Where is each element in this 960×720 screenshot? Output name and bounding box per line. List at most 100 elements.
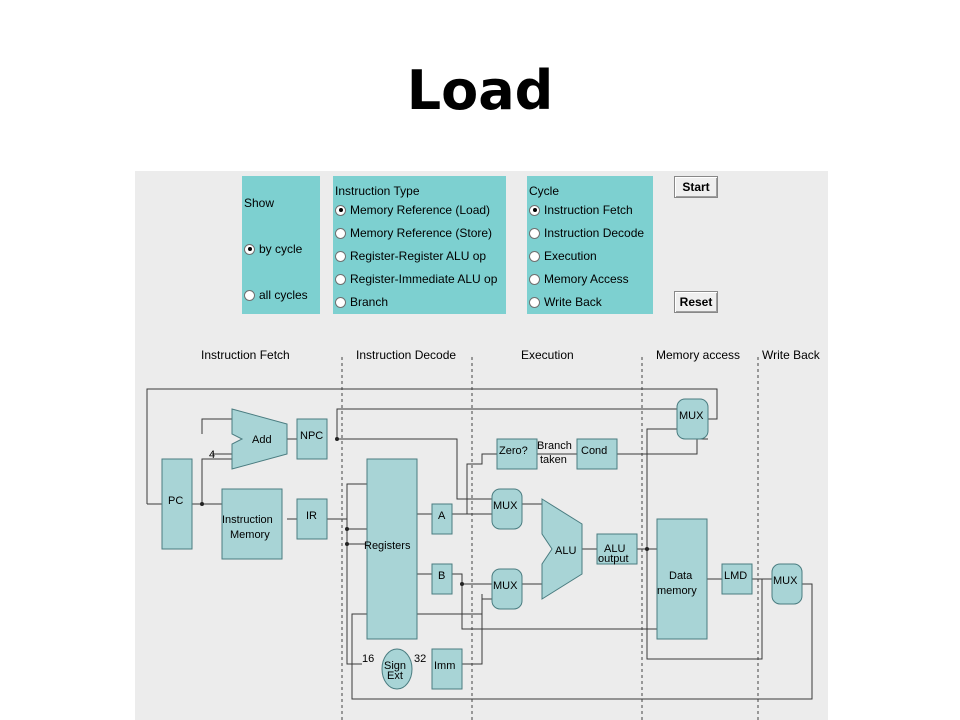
adder-block — [231, 408, 288, 470]
data-memory-label: Data — [669, 570, 693, 582]
register-file — [366, 458, 418, 640]
cycle-option-decode[interactable]: Instruction Decode — [529, 225, 644, 241]
reset-button[interactable]: Reset — [674, 291, 718, 313]
sign-extend-label: Ext — [387, 670, 403, 682]
ir-register — [296, 498, 328, 540]
radio-unselected-icon — [244, 289, 255, 301]
stage-memory-access: Memory access — [656, 348, 740, 362]
stage-write-back: Write Back — [762, 348, 821, 362]
branch-taken-label: Branch — [537, 440, 572, 452]
ir-label: IR — [306, 510, 317, 522]
radio-unselected-icon — [529, 250, 540, 262]
alu-label: ALU — [555, 545, 576, 557]
alu-output-label: ALU — [604, 543, 625, 555]
data-memory — [656, 518, 708, 640]
pc-label: PC — [168, 495, 183, 507]
npc-label: NPC — [300, 430, 323, 442]
zero-test-label: Zero? — [499, 445, 528, 457]
radio-selected-icon — [529, 204, 540, 216]
show-group: Show by cycle all cycles — [242, 176, 320, 314]
lmd-register — [721, 563, 753, 595]
instr-type-option-load[interactable]: Memory Reference (Load) — [335, 202, 490, 218]
instr-type-option-reg-reg[interactable]: Register-Register ALU op — [335, 248, 486, 264]
cond-register — [576, 438, 618, 470]
radio-label: Execution — [544, 249, 597, 263]
register-file-label: Registers — [364, 540, 411, 552]
instruction-type-title: Instruction Type — [335, 184, 420, 198]
data-memory-label: memory — [657, 585, 697, 597]
radio-label: by cycle — [259, 242, 303, 256]
lmd-label: LMD — [724, 570, 747, 582]
pc-register — [161, 458, 193, 550]
cycle-group-title: Cycle — [529, 184, 560, 198]
show-option-all-cycles[interactable]: all cycles — [244, 287, 308, 303]
constant-four-label: 4 — [209, 449, 215, 461]
bit-width-16-label: 16 — [362, 653, 374, 665]
imm-label: Imm — [434, 660, 455, 672]
alu-output-register — [596, 533, 638, 565]
alu-output-label: output — [598, 553, 629, 565]
zero-test-block — [496, 438, 538, 470]
cycle-option-write-back[interactable]: Write Back — [529, 294, 602, 310]
sign-extend-label: Sign — [384, 660, 406, 672]
radio-label: all cycles — [259, 288, 308, 302]
pipeline-diagram: Instruction Fetch Instruction Decode Exe… — [146, 348, 821, 720]
cycle-option-fetch[interactable]: Instruction Fetch — [529, 202, 633, 218]
instr-type-option-store[interactable]: Memory Reference (Store) — [335, 225, 492, 241]
pc-mux-label: MUX — [679, 410, 704, 422]
radio-label: Instruction Fetch — [544, 203, 633, 217]
radio-label: Memory Reference (Store) — [350, 226, 493, 240]
radio-unselected-icon — [529, 273, 540, 285]
stage-execution: Execution — [521, 348, 574, 362]
instruction-type-group: Instruction Type Memory Reference (Load)… — [333, 176, 506, 314]
instr-type-option-reg-imm[interactable]: Register-Immediate ALU op — [335, 271, 497, 287]
a-label: A — [438, 510, 446, 522]
sign-extend-unit — [381, 648, 413, 690]
radio-unselected-icon — [529, 227, 540, 239]
show-group-title: Show — [244, 196, 275, 210]
radio-label: Branch — [350, 295, 389, 309]
radio-unselected-icon — [335, 296, 346, 308]
npc-register — [296, 418, 328, 460]
bit-width-32-label: 32 — [414, 653, 426, 665]
start-button[interactable]: Start — [674, 176, 718, 198]
radio-unselected-icon — [335, 273, 346, 285]
radio-label: Memory Access — [544, 272, 629, 286]
cycle-option-execution[interactable]: Execution — [529, 248, 597, 264]
branch-taken-label: taken — [540, 454, 567, 466]
write-back-mux — [771, 563, 803, 605]
slide-title: Load — [406, 59, 554, 122]
radio-label: Write Back — [544, 295, 602, 309]
stage-instruction-fetch: Instruction Fetch — [201, 348, 290, 362]
instruction-memory-label: Instruction — [222, 514, 273, 526]
radio-unselected-icon — [529, 296, 540, 308]
alu-input-mux-a — [491, 488, 523, 530]
instr-type-option-branch[interactable]: Branch — [335, 294, 388, 310]
radio-selected-icon — [335, 204, 346, 216]
b-register — [431, 563, 453, 595]
radio-selected-icon — [244, 243, 255, 255]
alu-block — [541, 498, 583, 600]
radio-unselected-icon — [335, 250, 346, 262]
show-option-by-cycle[interactable]: by cycle — [244, 241, 302, 257]
mux-a-label: MUX — [493, 500, 518, 512]
radio-label: Instruction Decode — [544, 226, 645, 240]
b-label: B — [438, 570, 445, 582]
radio-label: Register-Register ALU op — [350, 249, 487, 263]
wire-junctions — [200, 437, 649, 586]
radio-label: Register-Immediate ALU op — [350, 272, 498, 286]
imm-register — [431, 648, 463, 690]
adder-label: Add — [252, 434, 272, 446]
cycle-group: Cycle Instruction Fetch Instruction Deco… — [527, 176, 653, 314]
stage-instruction-decode: Instruction Decode — [356, 348, 456, 362]
pc-mux — [676, 398, 709, 440]
alu-input-mux-b — [491, 568, 523, 610]
radio-label: Memory Reference (Load) — [350, 203, 491, 217]
cond-label: Cond — [581, 445, 607, 457]
simulator-panel: Show by cycle all cycles Instruction Typ… — [135, 171, 828, 720]
cycle-option-memory-access[interactable]: Memory Access — [529, 271, 629, 287]
a-register — [431, 503, 453, 535]
radio-unselected-icon — [335, 227, 346, 239]
instruction-memory-label: Memory — [230, 529, 270, 541]
instruction-memory — [221, 488, 283, 560]
